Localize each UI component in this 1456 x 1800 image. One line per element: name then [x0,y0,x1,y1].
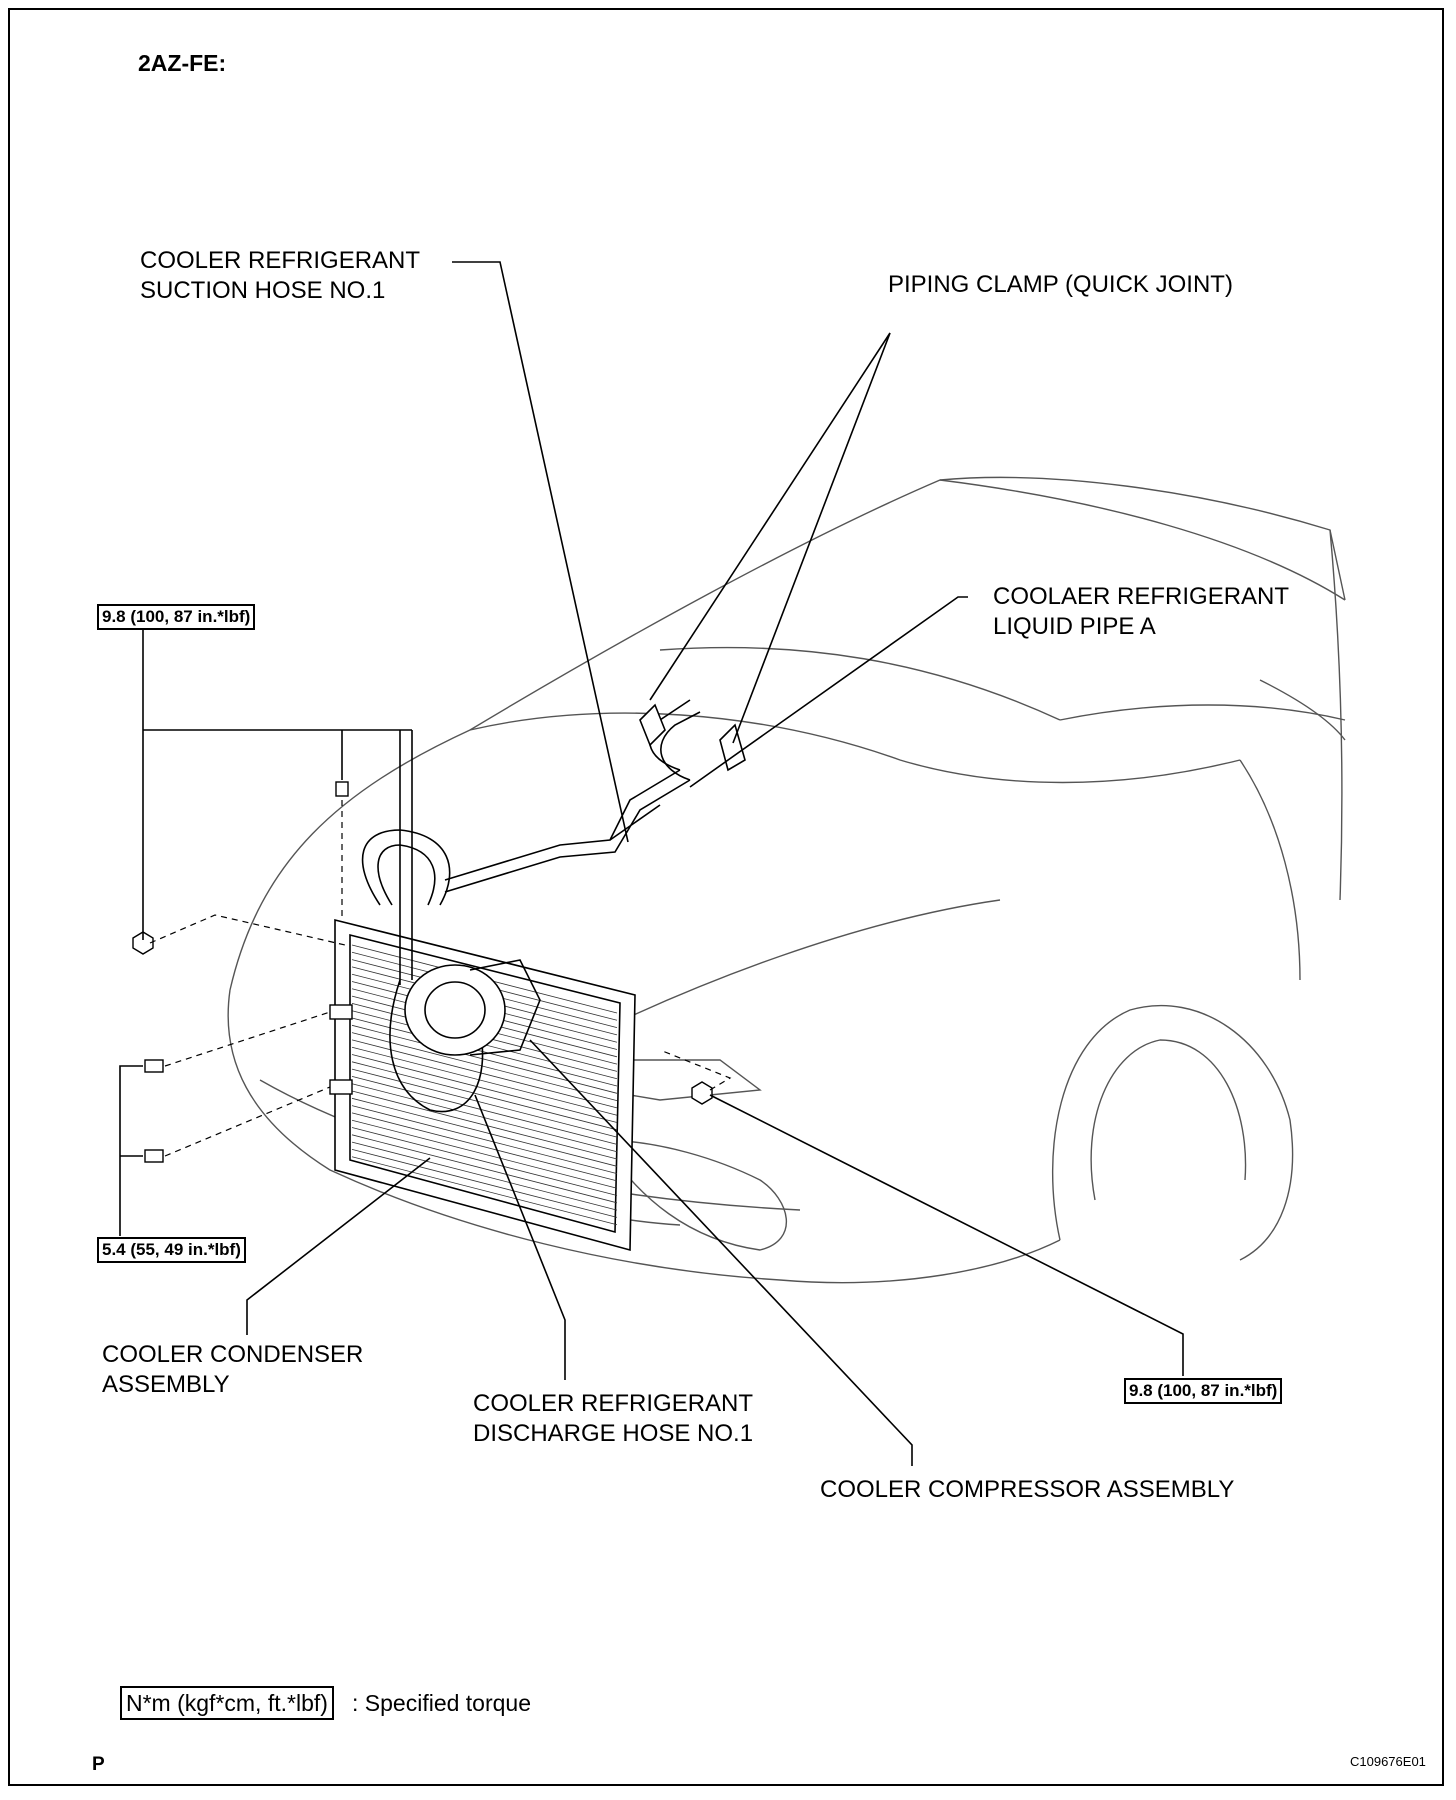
label-discharge-hose-line1: COOLER REFRIGERANT [473,1390,754,1417]
label-liquid-pipe-line2: LIQUID PIPE A [993,613,1156,640]
condenser-drawing [334,918,636,1252]
mount-dashes [149,800,732,1157]
label-piping-clamp: PIPING CLAMP (QUICK JOINT) [888,271,1233,298]
page-mark: P [92,1754,105,1775]
compressor-drawing [404,959,541,1056]
legend-unit-box: N*m (kgf*cm, ft.*lbf) [120,1686,334,1720]
fasteners [132,781,713,1163]
piping-clamps [639,703,746,772]
legend-description: : Specified torque [352,1690,532,1716]
label-condenser-line2: ASSEMBLY [102,1371,230,1398]
label-discharge-hose-line2: DISCHARGE HOSE NO.1 [473,1420,754,1447]
torque-bottom-left: 5.4 (55, 49 in.*lbf) [97,1237,246,1263]
hoses [361,699,701,1113]
label-suction-hose-line1: COOLER REFRIGERANT [140,247,421,274]
label-condenser-line1: COOLER CONDENSER [102,1341,364,1368]
label-compressor: COOLER COMPRESSOR ASSEMBLY [820,1476,1235,1503]
label-suction-hose-line2: SUCTION HOSE NO.1 [140,277,386,304]
torque-right: 9.8 (100, 87 in.*lbf) [1124,1378,1283,1404]
leader-lines [119,261,1184,1466]
label-liquid-pipe-line1: COOLAER REFRIGERANT [993,583,1290,610]
figure-id: C109676E01 [1350,1754,1426,1769]
torque-top-left: 9.8 (100, 87 in.*lbf) [97,604,256,630]
engine-code: 2AZ-FE: [138,50,227,76]
diagram-frame [8,8,1444,1786]
